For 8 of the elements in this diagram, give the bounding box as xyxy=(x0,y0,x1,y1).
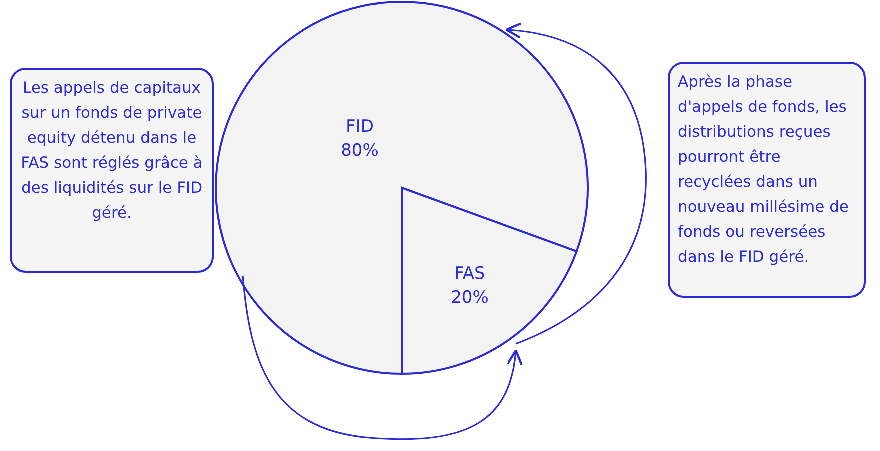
pie-slice xyxy=(401,187,578,375)
curved-arrow xyxy=(506,23,647,345)
slice-label: FAS 20% xyxy=(450,263,490,310)
curved-arrow xyxy=(242,276,522,440)
slice-label: FID 80% xyxy=(340,116,380,163)
note-box: Après la phase d'appels de fonds, les distributions reçues pourront être recyclées dans un nouveau millésime de fonds ou reversées dans le FID géré. xyxy=(668,62,866,298)
note-box: Les appels de capitaux sur un fonds de private equity détenu dans le FAS sont réglés grâce à des liquidités sur le FID géré. xyxy=(10,68,214,273)
pie-slice xyxy=(215,1,589,375)
